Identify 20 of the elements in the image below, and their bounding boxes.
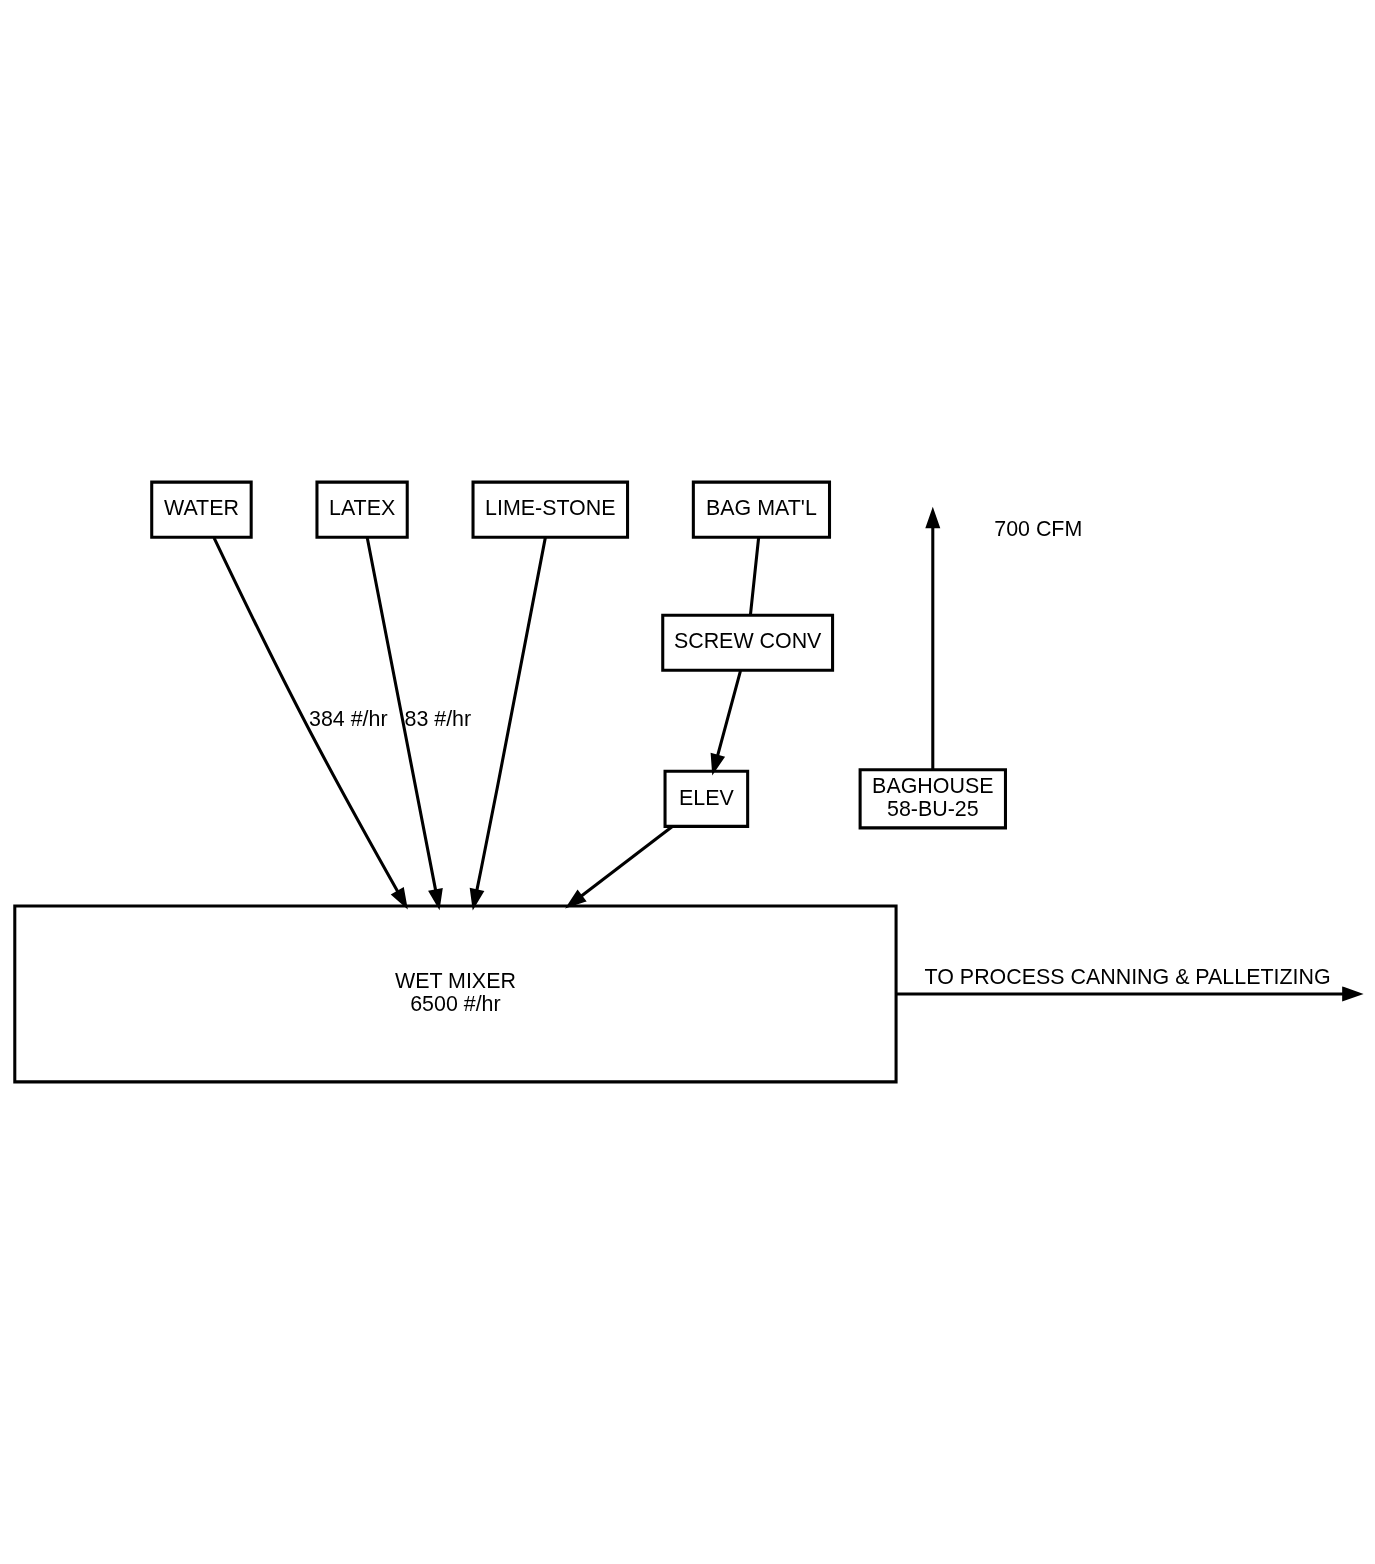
node-box: WET MIXER 6500 #/hr (13, 904, 898, 1084)
node-box: LIME-STONE (471, 480, 630, 539)
arrow (565, 825, 673, 909)
arrow (896, 986, 1364, 1002)
arrow (212, 537, 408, 910)
node-box: WATER (150, 480, 253, 539)
arrow (710, 670, 742, 776)
node-box: LATEX (315, 480, 409, 539)
arrow (365, 537, 443, 911)
node-box: BAGHOUSE 58-BU-25 (858, 768, 1007, 830)
node-box: ELEV (663, 769, 750, 828)
edge-label: 700 CFM (994, 516, 1083, 541)
arrow (925, 506, 941, 770)
edge-label: TO PROCESS CANNING & PALLETIZING (924, 964, 1331, 989)
edge-label: 83 #/hr (404, 706, 472, 731)
edge-label: 384 #/hr (309, 706, 388, 731)
node-box: SCREW CONV (661, 613, 835, 672)
connector (748, 537, 761, 616)
arrow (469, 537, 547, 911)
node-box: BAG MAT'L (691, 480, 832, 539)
